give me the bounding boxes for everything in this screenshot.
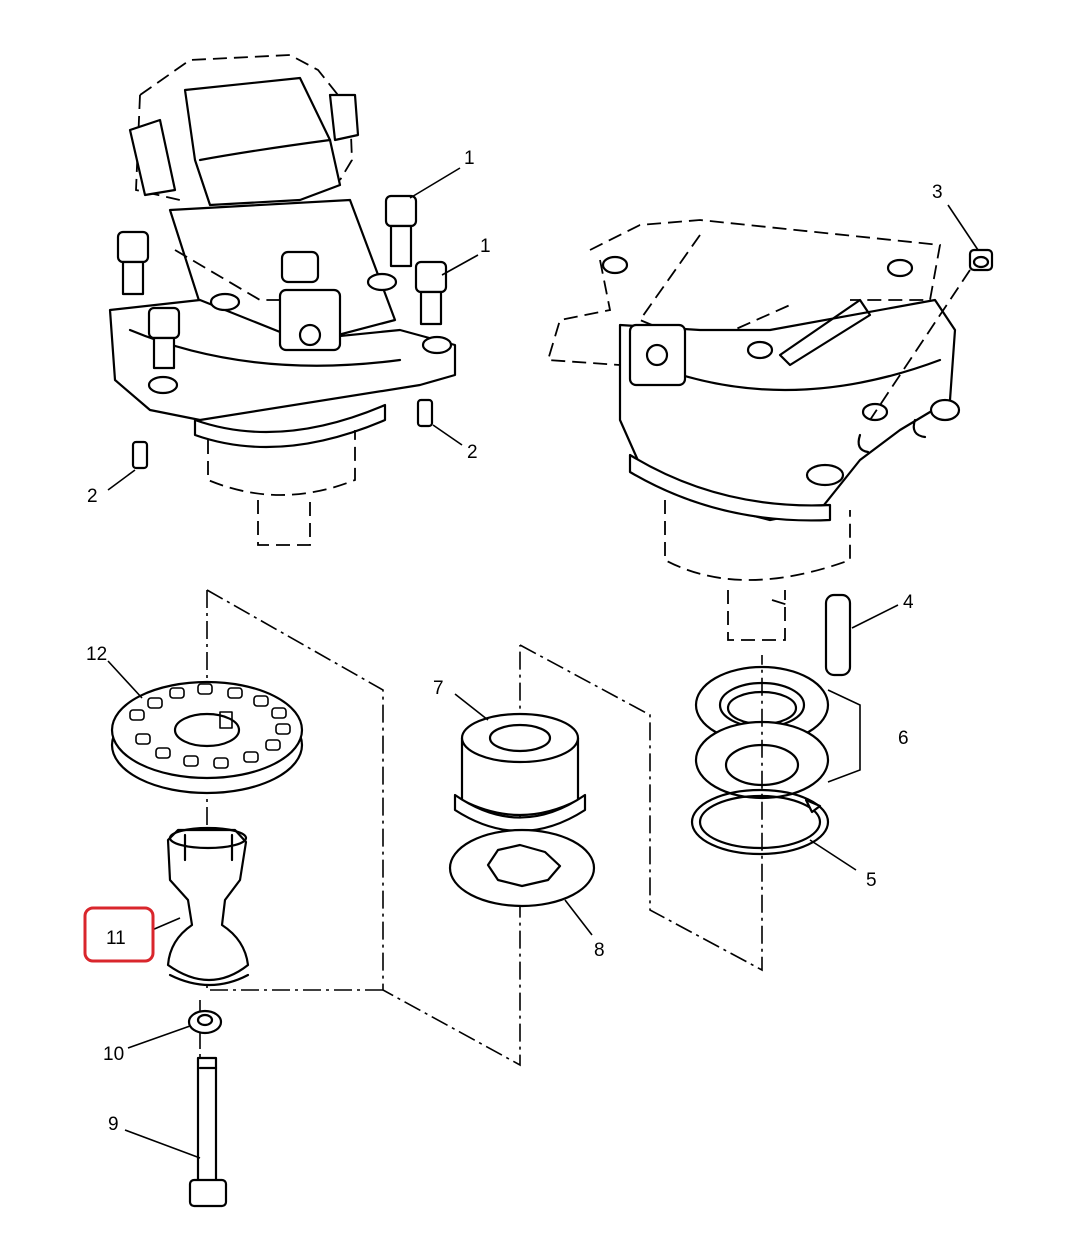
callout-9: 9	[108, 1114, 119, 1135]
cylinder-block	[110, 680, 304, 795]
highlight-box	[83, 906, 155, 963]
assembly-guide-lines	[199, 589, 763, 1070]
callout-labels: 1 1 2 2 3 4 5 6 7 8 9 10 11 12	[86, 148, 943, 1135]
callout-leaders	[107, 167, 979, 1159]
cap-screw-2	[414, 260, 448, 326]
callout-10: 10	[103, 1044, 124, 1065]
callout-2a: 2	[87, 486, 98, 507]
seal-set	[694, 665, 861, 800]
callout-1b: 1	[480, 236, 491, 257]
snap-ring	[690, 788, 830, 856]
motor-assembly-left	[108, 54, 457, 546]
cap-screw-bolts	[116, 194, 448, 370]
cap-screw-4	[147, 306, 181, 370]
shaft-key	[824, 593, 852, 677]
callout-4: 4	[903, 592, 914, 613]
cap-screw-3	[116, 230, 150, 296]
callout-2b: 2	[467, 442, 478, 463]
drive-coupling	[166, 826, 250, 987]
callout-7: 7	[433, 678, 444, 699]
gasket-plate	[448, 828, 596, 908]
dowel-pin-left	[131, 440, 149, 470]
tie-bolt	[188, 1056, 228, 1208]
callout-11: 11	[106, 928, 126, 949]
motor-assembly-right	[546, 219, 961, 641]
callout-8: 8	[594, 940, 605, 961]
hex-nut	[187, 1009, 223, 1035]
callout-12: 12	[86, 644, 107, 665]
callout-5: 5	[866, 870, 877, 891]
breather-plug	[869, 248, 994, 421]
dowel-pin-right	[416, 398, 434, 428]
cap-screw-1	[384, 194, 418, 268]
bearing-sleeve	[453, 712, 587, 832]
callout-3: 3	[932, 182, 943, 203]
callout-6: 6	[898, 728, 909, 749]
callout-1a: 1	[464, 148, 475, 169]
